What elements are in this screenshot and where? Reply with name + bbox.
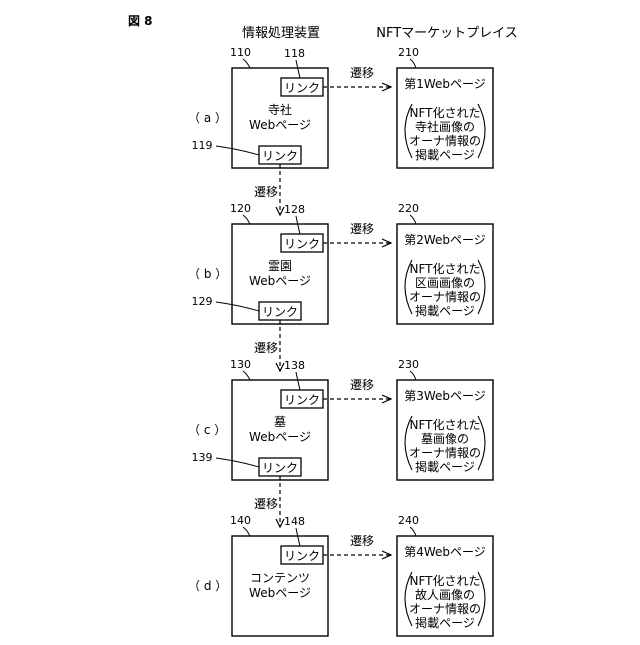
top-link-label: リンク: [284, 237, 320, 251]
box-ref-number: 130: [230, 358, 251, 371]
marketplace-ref-leader: [410, 371, 416, 380]
header-information-processing-device: 情報処理装置: [242, 26, 320, 41]
diagram-row: 130リンク138墓Webページ（ c ）リンク139遷移遷移230第3Webペ…: [188, 358, 493, 527]
box-ref-number: 140: [230, 514, 251, 527]
marketplace-ref-number: 210: [398, 46, 419, 59]
top-link-ref-number: 148: [284, 515, 305, 528]
nft-description-line: NFT化された: [410, 418, 481, 432]
box-ref-leader: [243, 527, 250, 536]
top-link-ref-number: 128: [284, 203, 305, 216]
nft-description-line: オーナ情報の: [409, 290, 481, 304]
figure-label: 図 8: [128, 14, 153, 28]
marketplace-page-title: 第4Webページ: [404, 545, 486, 559]
page-title-line: 墓: [274, 415, 286, 429]
page-title-line: Webページ: [249, 586, 311, 600]
top-link-label: リンク: [284, 549, 320, 563]
marketplace-ref-leader: [410, 527, 416, 536]
marketplace-ref-number: 220: [398, 202, 419, 215]
row-tag: （ a ）: [188, 111, 227, 125]
nft-description-line: 寺社画像の: [415, 119, 475, 134]
nft-description-line: オーナ情報の: [409, 134, 481, 148]
page-title-line: Webページ: [249, 274, 311, 288]
top-link-label: リンク: [284, 81, 320, 95]
box-ref-leader: [243, 215, 250, 224]
page-title-line: 寺社: [268, 102, 292, 117]
marketplace-transition-label: 遷移: [350, 66, 374, 80]
top-link-label: リンク: [284, 393, 320, 407]
nft-description-line: オーナ情報の: [409, 446, 481, 460]
nft-description-line: オーナ情報の: [409, 602, 481, 616]
nft-description-line: 掲載ページ: [415, 147, 475, 162]
box-ref-number: 110: [230, 46, 251, 59]
marketplace-ref-number: 240: [398, 514, 419, 527]
transition-label: 遷移: [254, 341, 278, 355]
bottom-link-label: リンク: [262, 305, 298, 319]
row-tag: （ b ）: [188, 267, 227, 281]
bottom-link-ref-number: 129: [192, 295, 213, 308]
marketplace-transition-label: 遷移: [350, 534, 374, 548]
nft-description-line: 区画画像の: [415, 276, 475, 290]
marketplace-ref-leader: [410, 215, 416, 224]
transition-label: 遷移: [254, 497, 278, 511]
nft-description-line: 墓画像の: [421, 432, 469, 446]
bottom-link-label: リンク: [262, 149, 298, 163]
bottom-link-label: リンク: [262, 461, 298, 475]
marketplace-page-title: 第2Webページ: [404, 233, 486, 247]
marketplace-ref-leader: [410, 59, 416, 68]
top-link-ref-number: 138: [284, 359, 305, 372]
nft-description-line: NFT化された: [410, 262, 481, 276]
header-nft-marketplace: NFTマーケットプレイス: [376, 26, 518, 41]
bottom-link-ref-number: 139: [192, 451, 213, 464]
nft-description-line: 掲載ページ: [415, 303, 475, 318]
diagram-row: 110リンク118寺社Webページ（ a ）リンク119遷移遷移210第1Web…: [188, 46, 493, 215]
nft-description-line: 掲載ページ: [415, 615, 475, 630]
transition-label: 遷移: [254, 185, 278, 199]
diagram-row: 120リンク128霊園Webページ（ b ）リンク129遷移遷移220第2Web…: [188, 202, 493, 371]
page-title-line: Webページ: [249, 430, 311, 444]
nft-description-line: 故人画像の: [415, 587, 475, 602]
bottom-link-ref-number: 119: [192, 139, 213, 152]
box-ref-number: 120: [230, 202, 251, 215]
page-title-line: 霊園: [268, 259, 292, 273]
row-tag: （ c ）: [188, 423, 226, 437]
marketplace-page-title: 第3Webページ: [404, 389, 486, 403]
page-title-line: コンテンツ: [250, 571, 310, 585]
marketplace-transition-label: 遷移: [350, 378, 374, 392]
marketplace-ref-number: 230: [398, 358, 419, 371]
nft-description-line: 掲載ページ: [415, 459, 475, 474]
nft-description-line: NFT化された: [410, 574, 481, 588]
box-ref-leader: [243, 59, 250, 68]
marketplace-transition-label: 遷移: [350, 222, 374, 236]
row-tag: （ d ）: [188, 579, 227, 593]
diagram-rows: 110リンク118寺社Webページ（ a ）リンク119遷移遷移210第1Web…: [188, 46, 493, 636]
nft-description-line: NFT化された: [410, 106, 481, 120]
box-ref-leader: [243, 371, 250, 380]
page-title-line: Webページ: [249, 118, 311, 132]
top-link-ref-number: 118: [284, 47, 305, 60]
diagram-row: 140 リンク 148 コンテンツWebページ （ d ） 遷移 240 第4Webページ NF…: [188, 514, 493, 636]
marketplace-page-title: 第1Webページ: [404, 77, 486, 91]
